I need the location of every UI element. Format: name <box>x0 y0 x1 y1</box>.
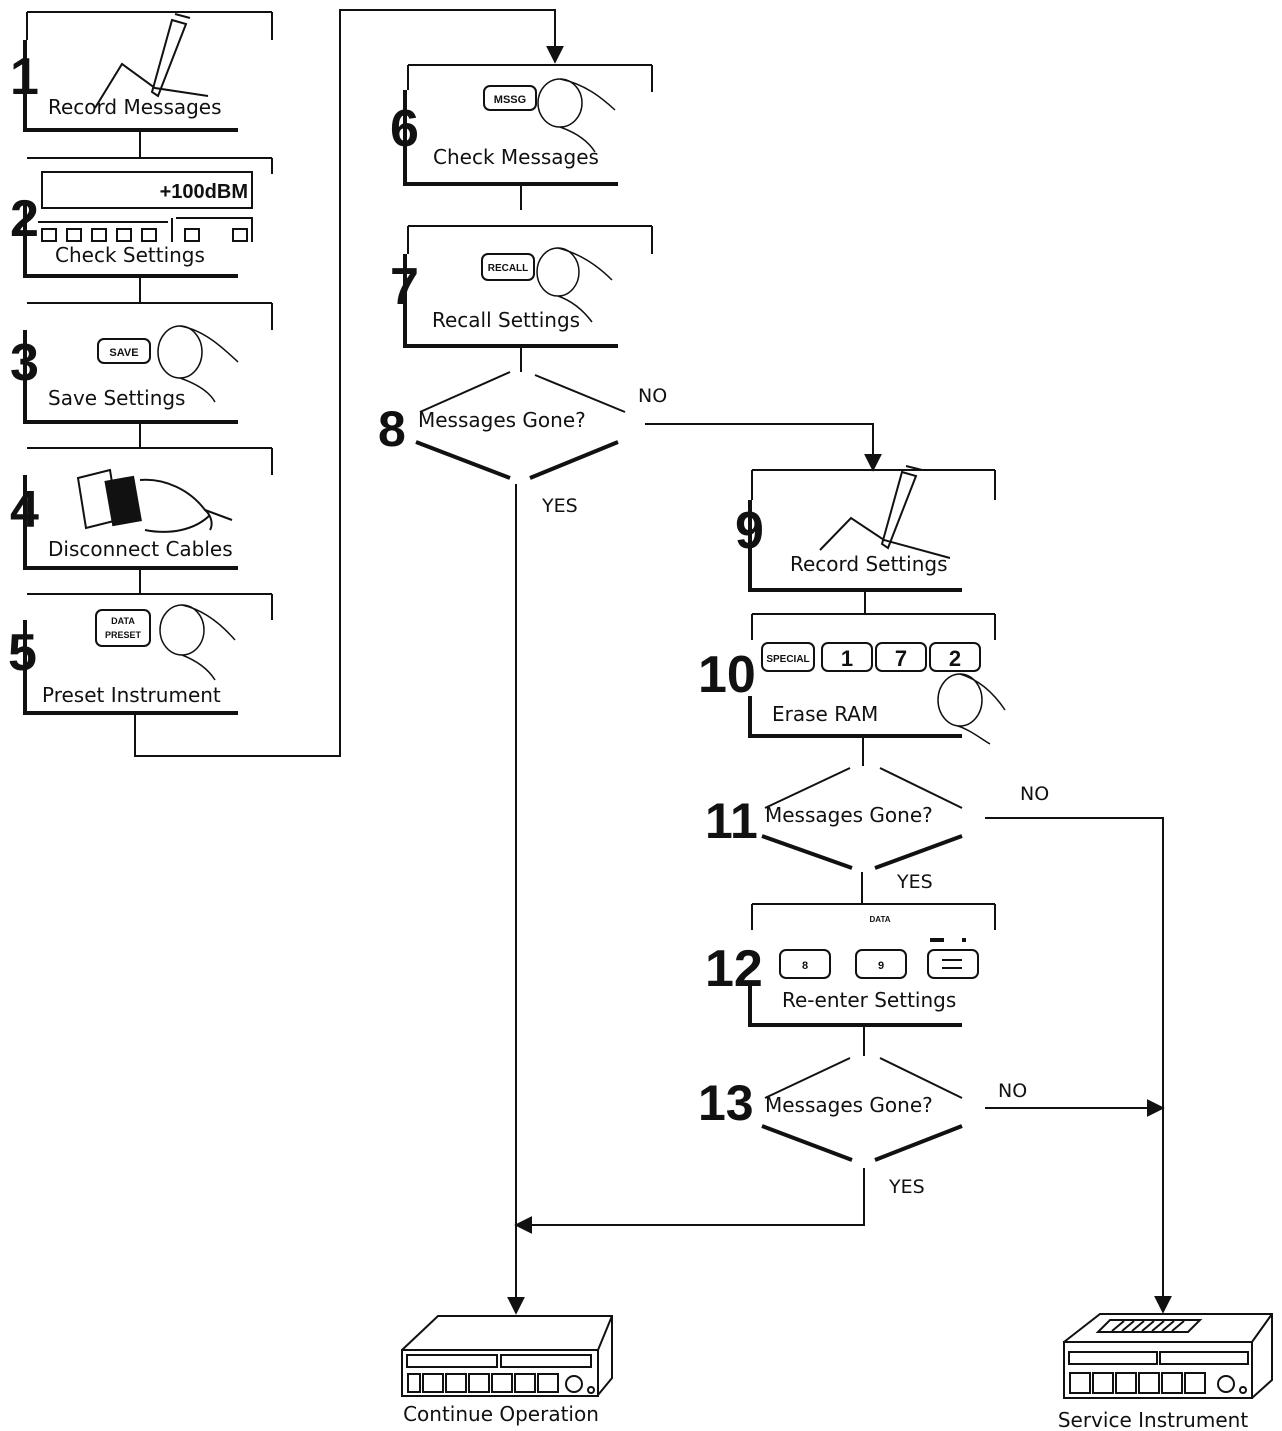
svg-text:RECALL: RECALL <box>488 263 529 274</box>
decision-label: Messages Gone? <box>765 803 933 827</box>
step-4-box: 4 Disconnect Cables <box>10 447 273 570</box>
svg-text:2: 2 <box>949 646 961 671</box>
outcome-service-instrument: Service Instrument <box>1058 1408 1248 1431</box>
decision-8: 8 Messages Gone? <box>378 371 626 480</box>
branch-no-8: NO <box>638 385 667 407</box>
key-9-icon: 9 <box>855 949 907 979</box>
step-label: Re-enter Settings <box>782 988 956 1012</box>
decision-11: 11 Messages Gone? <box>705 767 963 870</box>
step-10-box: 10 Erase RAM SPECIAL 1 7 2 <box>698 613 1006 745</box>
step-9-box: 9 Record Settings <box>735 465 996 592</box>
step-label: Check Messages <box>433 145 599 169</box>
step-label: Record Messages <box>48 95 222 119</box>
cable-connector-icon <box>76 468 233 533</box>
step-number: 12 <box>705 940 763 998</box>
pencil-icon <box>819 465 951 559</box>
recall-key-icon: RECALL <box>481 253 535 281</box>
key-8-icon: 8 <box>779 949 831 979</box>
key-1-icon: 1 <box>821 642 873 672</box>
data-key-header: DATA <box>869 915 890 924</box>
step-number: 13 <box>698 1075 754 1131</box>
step-label: Check Settings <box>55 243 205 267</box>
step-number: 7 <box>390 258 419 316</box>
step-number: 5 <box>8 624 37 682</box>
svg-text:9: 9 <box>878 960 884 972</box>
instrument-icon-continue <box>401 1315 613 1397</box>
svg-text:SPECIAL: SPECIAL <box>766 654 809 665</box>
finger-press-icon <box>159 604 236 681</box>
front-panel-keys <box>38 217 253 242</box>
decision-13: 13 Messages Gone? <box>698 1057 963 1162</box>
step-number: 11 <box>705 793 758 849</box>
instrument-icon-service <box>1063 1313 1273 1399</box>
outcome-continue-operation: Continue Operation <box>403 1402 599 1426</box>
key-2-icon: 2 <box>929 642 981 672</box>
svg-text:8: 8 <box>802 960 808 972</box>
step-label: Preset Instrument <box>42 683 221 707</box>
step-number: 10 <box>698 646 756 704</box>
display-readout: +100dBM <box>160 181 248 203</box>
step-3-box: 3 Save Settings SAVE <box>10 302 273 424</box>
save-key-icon: SAVE <box>97 338 151 364</box>
finger-press-icon <box>537 78 616 153</box>
pencil-icon <box>94 13 209 109</box>
step-number: 9 <box>735 502 764 560</box>
step-label: Record Settings <box>790 552 948 576</box>
svg-text:1: 1 <box>841 646 853 671</box>
mssg-key-icon: MSSG <box>483 85 537 111</box>
branch-no-13: NO <box>998 1080 1027 1102</box>
step-number: 3 <box>10 334 39 392</box>
svg-text:PRESET: PRESET <box>105 630 142 640</box>
step-1-box: 1 Record Messages <box>10 11 273 132</box>
enter-key-icon <box>927 938 979 979</box>
decision-label: Messages Gone? <box>765 1093 933 1117</box>
step-5-box: 5 Preset Instrument DATA PRESET <box>8 593 273 715</box>
finger-press-icon <box>937 673 1006 745</box>
step-label: Recall Settings <box>432 308 580 332</box>
step-label: Disconnect Cables <box>48 537 233 561</box>
step-6-box: 6 Check Messages MSSG <box>390 64 653 186</box>
step-2-box: +100dBM 2 Check Settings <box>10 157 273 278</box>
svg-text:7: 7 <box>895 646 907 671</box>
branch-no-11: NO <box>1020 783 1049 805</box>
finger-press-icon <box>536 247 613 323</box>
special-key-icon: SPECIAL <box>761 642 815 672</box>
svg-text:DATA: DATA <box>111 616 135 626</box>
decision-label: Messages Gone? <box>418 408 586 432</box>
step-12-box: 12 Re-enter Settings DATA 8 9 <box>705 903 996 1027</box>
branch-yes-11: YES <box>896 871 933 893</box>
step-label: Save Settings <box>48 386 185 410</box>
step-number: 1 <box>10 48 39 106</box>
step-label: Erase RAM <box>772 702 878 726</box>
step-number: 4 <box>10 481 39 539</box>
step-number: 2 <box>10 190 39 248</box>
step-number: 6 <box>390 100 419 158</box>
branch-yes-8: YES <box>541 495 578 517</box>
finger-press-icon <box>157 325 239 403</box>
data-preset-key-icon: DATA PRESET <box>95 609 151 647</box>
branch-yes-13: YES <box>888 1176 925 1198</box>
svg-text:SAVE: SAVE <box>109 347 138 359</box>
key-7-icon: 7 <box>875 642 927 672</box>
step-number: 8 <box>378 401 406 457</box>
step-7-box: 7 Recall Settings RECALL <box>390 225 653 348</box>
svg-text:MSSG: MSSG <box>494 94 526 106</box>
